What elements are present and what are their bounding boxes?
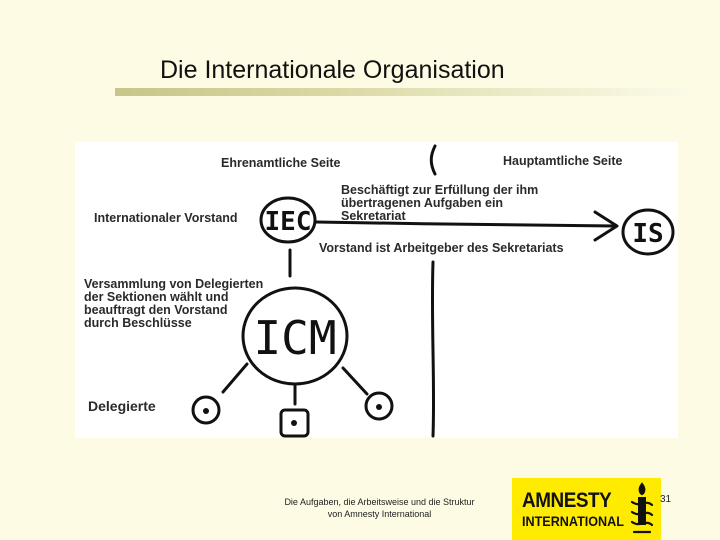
divider-line-top bbox=[429, 144, 437, 176]
delegate-connector-left bbox=[221, 362, 249, 394]
is-circle bbox=[621, 208, 675, 256]
delegate-node-left bbox=[191, 395, 221, 425]
candle-in-barbed-wire-icon bbox=[630, 482, 654, 534]
footer-text: Die Aufgaben, die Arbeitsweise und die S… bbox=[284, 497, 475, 519]
delegate-dot-middle bbox=[291, 420, 297, 426]
iec-circle bbox=[259, 196, 317, 244]
delegate-dot-left bbox=[203, 408, 209, 414]
delegate-dot-right bbox=[376, 404, 382, 410]
arrow-top-text: Beschäftigt zur Erfüllung der ihm übertr… bbox=[341, 183, 539, 223]
page-number: 31 bbox=[660, 494, 672, 505]
delegates-label: Delegierte bbox=[88, 398, 156, 414]
divider-line-bottom bbox=[430, 260, 436, 438]
logo-line-1: AMNESTY bbox=[522, 489, 612, 512]
arrow-head bbox=[593, 210, 619, 242]
amnesty-logo: AMNESTY INTERNATIONAL bbox=[512, 478, 661, 540]
delegate-node-right bbox=[364, 391, 394, 421]
delegate-node-middle bbox=[279, 408, 310, 438]
logo-line-2: INTERNATIONAL bbox=[522, 513, 624, 529]
slide-title: Die Internationale Organisation bbox=[160, 56, 505, 84]
is-node-label: IS bbox=[632, 219, 663, 249]
arrow-line bbox=[314, 220, 617, 228]
diagram-drawing: IEC IS ICM bbox=[191, 144, 675, 438]
organisation-diagram: IEC IS ICM Ehrenamtliche Seite Hauptamtl… bbox=[75, 142, 678, 438]
title-underline bbox=[115, 88, 688, 96]
right-header: Hauptamtliche Seite bbox=[503, 154, 623, 168]
iec-node-label: IEC bbox=[265, 207, 312, 237]
arrow-bottom-text: Vorstand ist Arbeitgeber des Sekretariat… bbox=[319, 241, 564, 255]
left-header: Ehrenamtliche Seite bbox=[221, 156, 341, 170]
icm-description: Versammlung von Delegierten der Sektione… bbox=[84, 277, 264, 330]
icm-node-label: ICM bbox=[253, 311, 336, 365]
delegate-connector-right bbox=[341, 366, 369, 396]
icm-circle bbox=[241, 286, 349, 386]
iec-description: Internationaler Vorstand bbox=[94, 211, 238, 225]
